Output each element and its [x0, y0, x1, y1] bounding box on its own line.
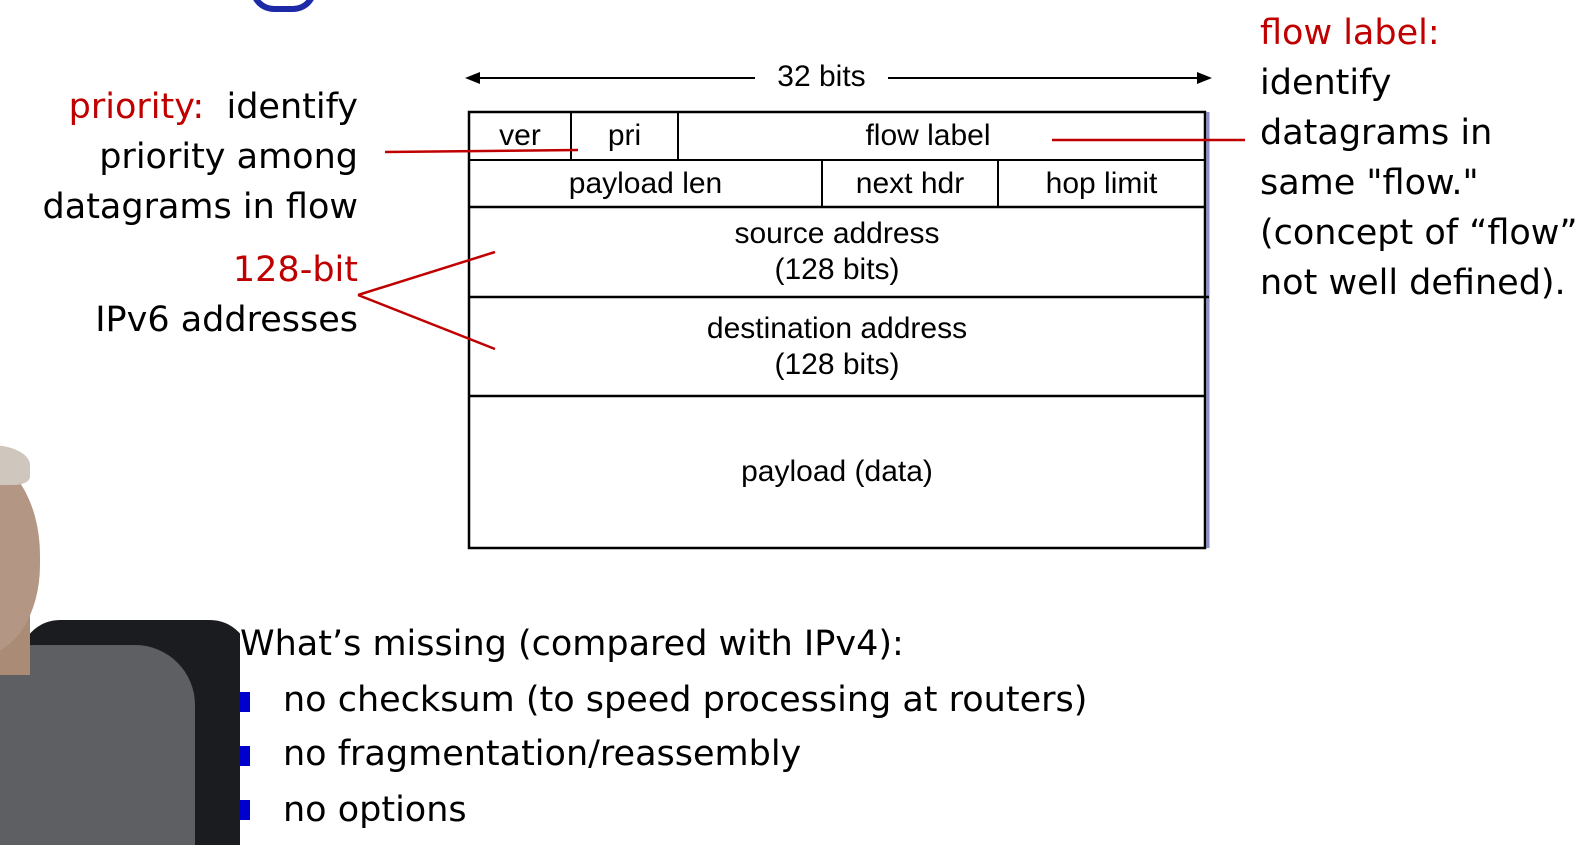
flow-label-annotation: flow label: identify datagrams in same "…: [1260, 8, 1578, 308]
priority-annotation: priority: identify priority among datagr…: [42, 87, 358, 227]
bullet-icon: [240, 800, 250, 820]
flow-label-term: flow label:: [1260, 13, 1440, 53]
source-pointer: [357, 250, 496, 297]
destination-pointer: [357, 293, 496, 351]
presenter-video: [0, 445, 240, 845]
source-address-field: source address (128 bits): [734, 217, 940, 286]
bullet-icon: [240, 746, 250, 766]
destination-address-field: destination address (128 bits): [706, 311, 968, 381]
flow-label-field: flow label: [865, 119, 991, 152]
ver-field: ver: [499, 119, 541, 152]
arrowhead-left: [465, 72, 480, 84]
address-term: 128-bit: [232, 250, 358, 290]
bullet-icon: [240, 692, 250, 712]
priority-term: priority:: [68, 87, 205, 127]
pri-field: pri: [607, 119, 642, 152]
missing-item: no fragmentation/reassembly: [283, 734, 802, 774]
next-hdr-field: next hdr: [855, 166, 965, 200]
address-annotation: 128-bit IPv6 addresses: [95, 245, 358, 345]
header-box: [467, 110, 1207, 550]
width-label: 32 bits: [777, 60, 866, 93]
missing-heading: What’s missing (compared with IPv4):: [240, 624, 904, 664]
payload-field: payload (data): [741, 455, 933, 488]
arrowhead-right: [1197, 72, 1212, 84]
shirt-shape: [0, 645, 195, 845]
missing-item: no checksum (to speed processing at rout…: [283, 680, 1088, 720]
payload-len-field: payload len: [568, 166, 723, 200]
missing-item: no options: [283, 790, 467, 830]
priority-pointer: [384, 148, 579, 154]
hop-limit-field: hop limit: [1045, 166, 1158, 200]
